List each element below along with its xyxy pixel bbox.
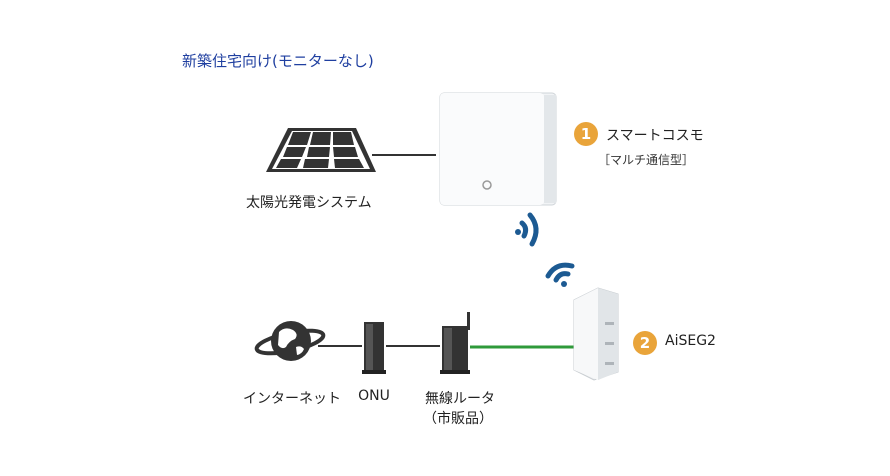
smart-cosmo-device-icon [439, 92, 557, 206]
internet-label: インターネット [243, 391, 341, 407]
onu-label: ONU [358, 388, 390, 404]
smart-cosmo-number-badge: 1 [574, 122, 598, 146]
page-title: 新築住宅向け(モニターなし) [182, 52, 374, 70]
router-label: 無線ルータ [425, 391, 495, 407]
smart-cosmo-label: スマートコスモ [606, 128, 704, 144]
globe-icon [254, 321, 326, 361]
wifi-signal-icon [515, 212, 539, 247]
router-device-icon [440, 312, 470, 374]
solar-label: 太陽光発電システム [246, 195, 372, 211]
aiseg-label: AiSEG2 [665, 333, 716, 349]
wifi-signal-icon-2 [545, 262, 575, 287]
onu-device-icon [362, 322, 386, 374]
smart-cosmo-sublabel: ［マルチ通信型］ [598, 153, 695, 167]
aiseg-number-badge: 2 [633, 331, 657, 355]
solar-panel-icon [266, 128, 376, 172]
router-sublabel: （市販品） [423, 411, 493, 427]
aiseg-device-icon [573, 287, 619, 381]
